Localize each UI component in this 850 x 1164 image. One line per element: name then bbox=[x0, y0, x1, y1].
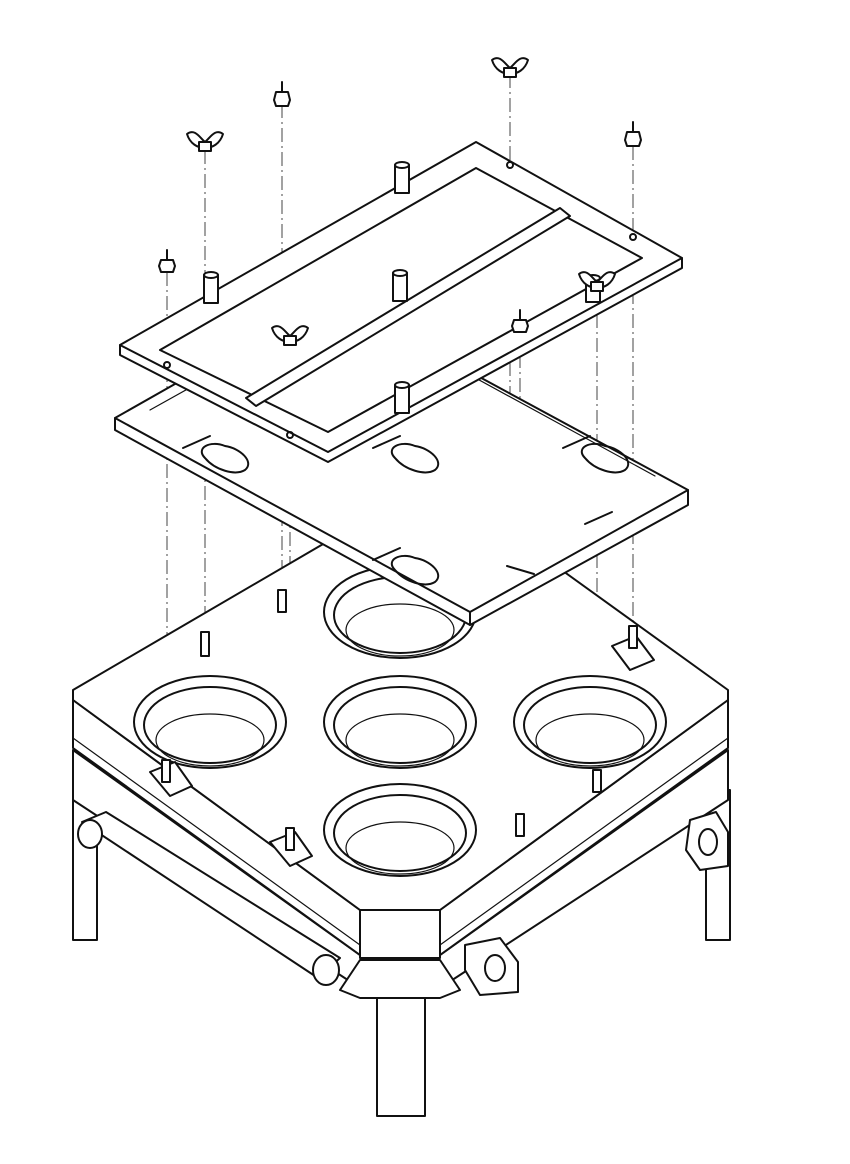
base-plate-hub bbox=[339, 959, 461, 999]
keyhole-slot-line-5 bbox=[372, 547, 401, 561]
mounting-lug-front-hole bbox=[484, 954, 506, 982]
mounting-lug-front bbox=[464, 937, 519, 996]
threaded-stud-4 bbox=[285, 827, 295, 851]
circular-opening-center bbox=[323, 675, 477, 769]
top-frame-hole-2 bbox=[506, 161, 514, 169]
spacer-post-1 bbox=[394, 161, 410, 194]
wing-nut-4 bbox=[271, 325, 309, 346]
keyhole-slot-line-1 bbox=[182, 435, 211, 449]
threaded-stud-7 bbox=[628, 625, 638, 649]
spacer-posts bbox=[203, 161, 601, 414]
keyhole-slot-5 bbox=[390, 554, 440, 586]
top-frame-hole-1 bbox=[163, 361, 171, 369]
side-pipe-left-end bbox=[77, 819, 103, 849]
hex-nut-2 bbox=[624, 121, 642, 147]
side-pipe-front-end bbox=[312, 954, 340, 986]
threaded-studs bbox=[161, 589, 638, 851]
spacer-post-2 bbox=[203, 271, 219, 304]
side-pipe-left bbox=[81, 811, 341, 979]
keyhole-slot-3 bbox=[390, 442, 440, 474]
pipes-and-lugs bbox=[77, 811, 729, 996]
keyhole-slot-line-4 bbox=[562, 435, 591, 449]
keyhole-slot-line-3 bbox=[372, 435, 401, 449]
wing-nut-2 bbox=[491, 57, 529, 78]
top-frame-hole-4 bbox=[286, 431, 294, 439]
keyhole-slot-4 bbox=[580, 442, 630, 474]
circular-opening-bottom bbox=[323, 783, 477, 877]
top-frame-crossbar bbox=[245, 207, 571, 407]
top-frame-hole-3 bbox=[629, 233, 637, 241]
threaded-stud-6 bbox=[592, 769, 602, 793]
support-leg-left bbox=[72, 789, 98, 941]
hex-nut-3 bbox=[158, 249, 176, 273]
hex-nut-4 bbox=[511, 309, 529, 333]
hex-nuts bbox=[158, 81, 642, 333]
threaded-stud-1 bbox=[200, 631, 210, 657]
circular-openings bbox=[133, 565, 667, 877]
keyhole-slot-1 bbox=[200, 442, 250, 474]
spacer-post-4 bbox=[394, 381, 410, 414]
wing-nuts bbox=[186, 57, 616, 346]
threaded-stud-5 bbox=[515, 813, 525, 837]
circular-opening-right bbox=[513, 675, 667, 769]
top-frame-edge bbox=[119, 257, 683, 453]
hex-nut-1 bbox=[273, 81, 291, 107]
wing-nut-3 bbox=[578, 271, 616, 292]
keyhole-slot-line-7 bbox=[506, 565, 535, 575]
spacer-post-3 bbox=[392, 269, 408, 302]
threaded-stud-3 bbox=[161, 759, 171, 783]
support-leg-center bbox=[376, 989, 426, 1117]
mounting-lug-right bbox=[685, 811, 729, 871]
threaded-stud-2 bbox=[277, 589, 287, 613]
wing-nut-1 bbox=[186, 131, 224, 152]
base-plate-edge-line-left bbox=[72, 737, 361, 946]
base-plate-edge-line-right bbox=[439, 737, 729, 946]
mounting-lug-right-hole bbox=[698, 828, 718, 856]
keyhole-slot-line-6 bbox=[584, 511, 613, 525]
circular-opening-left bbox=[133, 675, 287, 769]
base-plate-corner-block bbox=[359, 909, 441, 959]
